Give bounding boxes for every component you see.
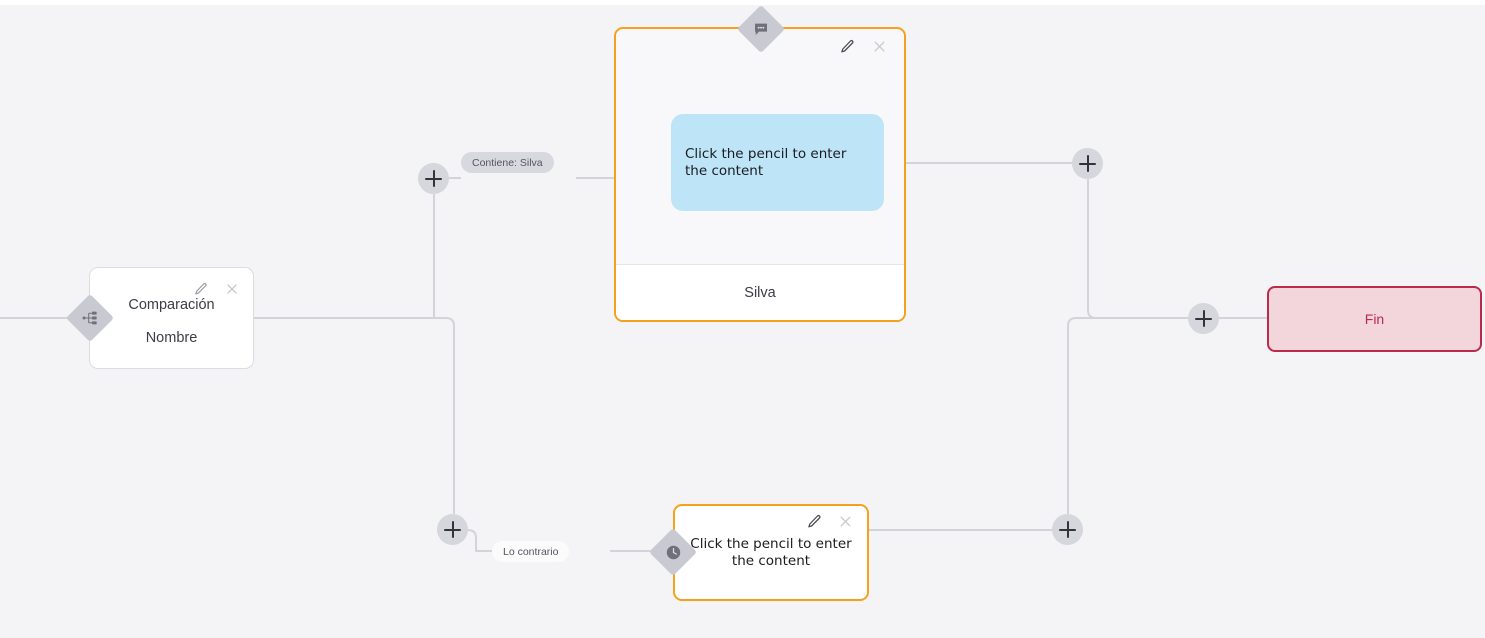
node-comparison[interactable]: Comparación Nombre [89, 267, 254, 369]
node-comparison-title: Comparación [128, 296, 215, 313]
add-node-button-before-end[interactable] [1188, 303, 1219, 334]
add-node-button-bottom-right[interactable] [1052, 514, 1083, 545]
close-icon[interactable] [224, 281, 239, 296]
add-node-button-upper-branch[interactable] [418, 163, 449, 194]
branch-hierarchy-glyph [81, 309, 99, 327]
message-bubble[interactable]: Click the pencil to enter the content [671, 114, 884, 211]
add-node-button-top-right[interactable] [1072, 148, 1103, 179]
node-end-label: Fin [1364, 311, 1385, 327]
node-message-bottom-toolbar [807, 514, 853, 529]
close-icon[interactable] [838, 514, 853, 529]
node-end[interactable]: Fin [1267, 286, 1482, 352]
chat-bubble-icon[interactable] [736, 4, 786, 54]
clock-icon[interactable] [648, 527, 698, 577]
clock-glyph [664, 543, 682, 561]
node-message-top[interactable]: Click the pencil to enter the content Si… [614, 27, 906, 322]
pencil-icon[interactable] [193, 281, 208, 296]
pencil-icon[interactable] [840, 39, 855, 54]
node-message-top-footer: Silva [616, 264, 904, 320]
edge-label-contains[interactable]: Contiene: Silva [461, 152, 554, 173]
branch-hierarchy-icon[interactable] [65, 293, 115, 343]
node-message-bottom-text: Click the pencil to enter the content [690, 536, 852, 569]
chat-bubble-glyph [752, 20, 770, 38]
close-icon[interactable] [872, 39, 887, 54]
node-comparison-subtitle: Nombre [145, 329, 198, 346]
node-message-top-body: Click the pencil to enter the content [616, 29, 904, 264]
edge-label-otherwise[interactable]: Lo contrario [492, 541, 570, 562]
top-strip [0, 0, 1485, 5]
node-message-top-toolbar [840, 39, 887, 54]
message-bubble-text: Click the pencil to enter the content [685, 146, 847, 179]
add-node-button-lower-branch[interactable] [437, 514, 468, 545]
pencil-icon[interactable] [807, 514, 822, 529]
node-message-bottom[interactable]: Click the pencil to enter the content [673, 504, 869, 601]
node-comparison-toolbar [193, 281, 239, 296]
